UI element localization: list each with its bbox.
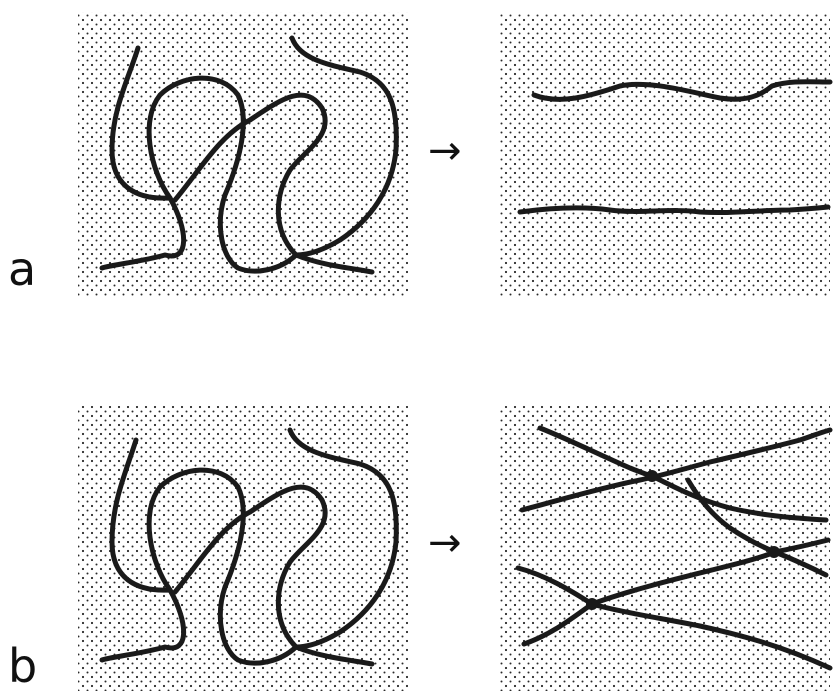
crosslink-junction bbox=[768, 546, 780, 558]
matrix-box-a-stretched bbox=[500, 14, 830, 296]
panel-label-b: b bbox=[8, 639, 37, 691]
panel-label-a: a bbox=[8, 242, 36, 296]
crosslink-junction bbox=[586, 598, 598, 610]
crosslink-junction bbox=[646, 470, 658, 482]
row-b: → b bbox=[8, 406, 830, 691]
transition-arrow-b: → bbox=[428, 520, 462, 566]
matrix-box-b-coiled bbox=[78, 406, 408, 691]
row-a: → a bbox=[8, 12, 830, 296]
matrix-box-a-coiled bbox=[78, 12, 408, 296]
transition-arrow-a: → bbox=[428, 128, 462, 174]
